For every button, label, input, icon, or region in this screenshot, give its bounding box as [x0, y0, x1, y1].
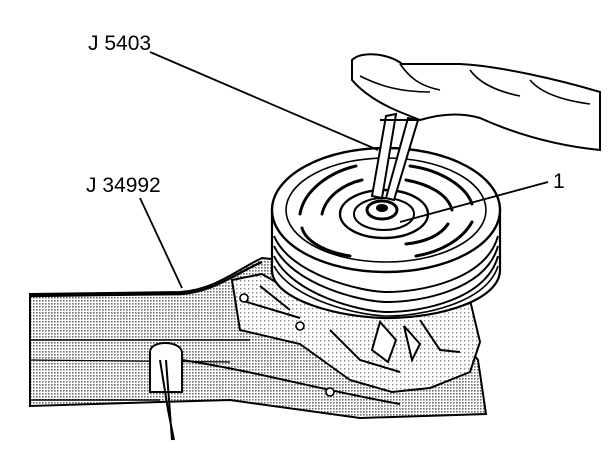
- leader-j5403: [149, 51, 379, 151]
- leader-lines: [139, 51, 549, 289]
- technician-hand: [351, 53, 601, 152]
- callout-j5403: J 5403: [88, 32, 151, 55]
- leader-j34992: [139, 197, 183, 289]
- clutch-pulley: [270, 146, 502, 320]
- leader-item-1: [399, 181, 549, 223]
- callout-j34992: J 34992: [86, 174, 161, 197]
- callout-item-1: 1: [553, 170, 565, 193]
